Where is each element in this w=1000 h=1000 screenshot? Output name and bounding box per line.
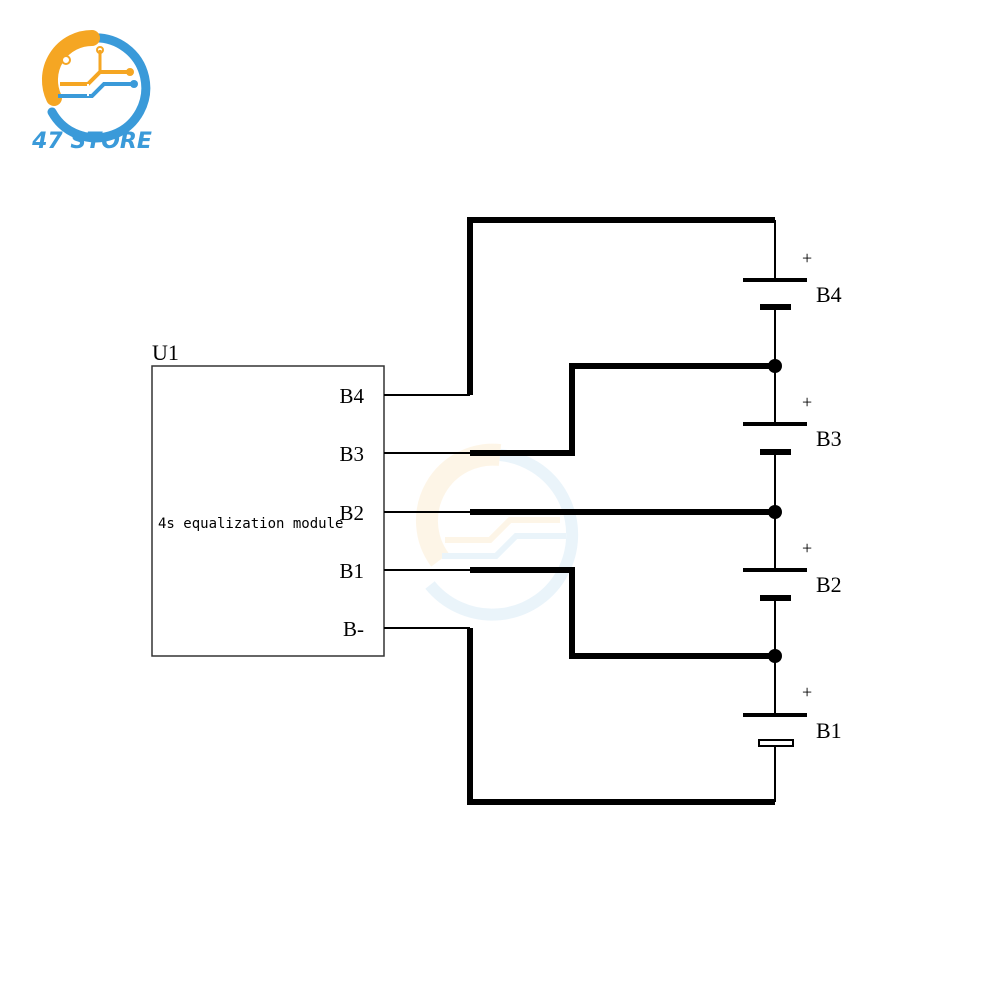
junction-dot (768, 649, 782, 663)
junction-dot (768, 505, 782, 519)
battery-label: B2 (816, 572, 842, 597)
pin-label-bminus: B- (343, 617, 364, 641)
battery-b3: + B3 (743, 392, 842, 455)
battery-label: B4 (816, 282, 842, 307)
module-ref-label: U1 (152, 340, 179, 365)
brand-name: 47 STORE (31, 129, 152, 154)
wire-b4 (467, 217, 775, 395)
battery-label: B1 (816, 718, 842, 743)
junction-dots (768, 359, 782, 663)
pin-label-b2: B2 (339, 501, 364, 525)
pin-label-b4: B4 (339, 384, 364, 408)
wire-b1 (470, 567, 775, 659)
wire-b3 (470, 363, 775, 456)
watermark-logo-icon (416, 443, 579, 621)
battery-polarity: + (802, 392, 812, 412)
module-description: 4s equalization module (158, 516, 343, 532)
battery-polarity: + (802, 682, 812, 702)
battery-b4: + B4 (743, 248, 842, 310)
circuit-g-logo-icon (42, 29, 151, 143)
battery-b2: + B2 (743, 538, 842, 601)
battery-polarity: + (802, 538, 812, 558)
pin-leads (384, 394, 470, 629)
pin-label-b3: B3 (339, 442, 364, 466)
module-box (151, 365, 385, 657)
brand-logo: 47 STORE (31, 29, 152, 154)
battery-polarity: + (802, 248, 812, 268)
junction-dot (768, 359, 782, 373)
wire-bminus (467, 628, 775, 805)
equalization-module: U1 4s equalization module B4 B3 B2 B1 B- (151, 340, 385, 657)
thick-wires (467, 217, 775, 805)
battery-b1: + B1 (743, 682, 842, 747)
battery-label: B3 (816, 426, 842, 451)
pin-label-b1: B1 (339, 559, 364, 583)
